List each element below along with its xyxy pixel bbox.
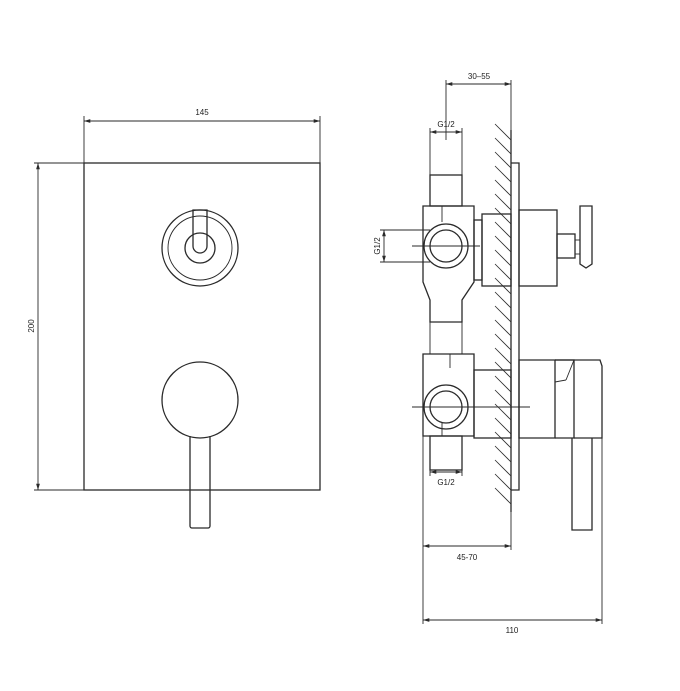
front-view: 145 200 — [27, 108, 321, 529]
total-depth-dimension: 110 — [423, 438, 603, 635]
wall-hatch-line — [494, 207, 512, 225]
wall-offset-label: 30–55 — [468, 72, 491, 81]
thread-bottom-dimension: G1/2 — [429, 470, 463, 487]
wall-hatch-line — [494, 249, 512, 267]
wall-hatch-line — [494, 235, 512, 253]
wall-hatch-line — [494, 305, 512, 323]
wall-hatch-line — [494, 375, 512, 393]
wall-hatch-line — [494, 333, 512, 351]
wall-hatch-line — [494, 291, 512, 309]
install-depth-dimension: 45-70 — [422, 436, 512, 624]
wall-hatch-line — [494, 263, 512, 281]
total-depth-label: 110 — [506, 626, 519, 635]
width-label: 145 — [195, 108, 209, 117]
side-view: 30–55 G1/2 G1/2 G1/2 45-70 — [373, 72, 603, 635]
wall-hatch-line — [494, 193, 512, 211]
wall-hatch-line — [494, 459, 512, 477]
valve-body — [422, 174, 475, 471]
wall-hatch-line — [494, 473, 512, 491]
wall-hatch-line — [494, 221, 512, 239]
side-port-lower — [412, 384, 530, 430]
thread-side-dimension: G1/2 — [373, 229, 430, 263]
wall-hatch-line — [494, 165, 512, 183]
wall-hatch-line — [494, 417, 512, 435]
thread-top-dimension: G1/2 — [429, 120, 463, 175]
install-depth-label: 45-70 — [457, 553, 478, 562]
height-label: 200 — [27, 319, 36, 333]
side-port-upper — [412, 223, 480, 269]
wall-hatch-line — [494, 431, 512, 449]
wall-hatch-line — [494, 487, 512, 505]
wall-hatch-line — [494, 179, 512, 197]
thread-side-label: G1/2 — [373, 237, 382, 255]
wall-hatch-line — [494, 137, 512, 155]
cover-plate — [83, 162, 321, 491]
diverter-knob — [161, 209, 239, 287]
thread-top-label: G1/2 — [437, 120, 455, 129]
wall-hatch-line — [494, 347, 512, 365]
wall-section — [494, 123, 512, 512]
mixer-handle — [161, 361, 239, 529]
cover-plate-side — [511, 162, 520, 491]
wall-offset-dimension: 30–55 — [445, 72, 512, 140]
wall-hatch-line — [494, 403, 512, 421]
wall-hatch-line — [494, 151, 512, 169]
thread-bottom-label: G1/2 — [437, 478, 455, 487]
mixer-side — [473, 359, 603, 531]
wall-hatch-line — [494, 445, 512, 463]
wall-hatch-line — [494, 123, 512, 141]
wall-hatch-line — [494, 319, 512, 337]
wall-hatch-line — [494, 389, 512, 407]
height-dimension: 200 — [27, 162, 84, 491]
diverter-side — [473, 205, 593, 287]
width-dimension: 145 — [83, 108, 321, 163]
